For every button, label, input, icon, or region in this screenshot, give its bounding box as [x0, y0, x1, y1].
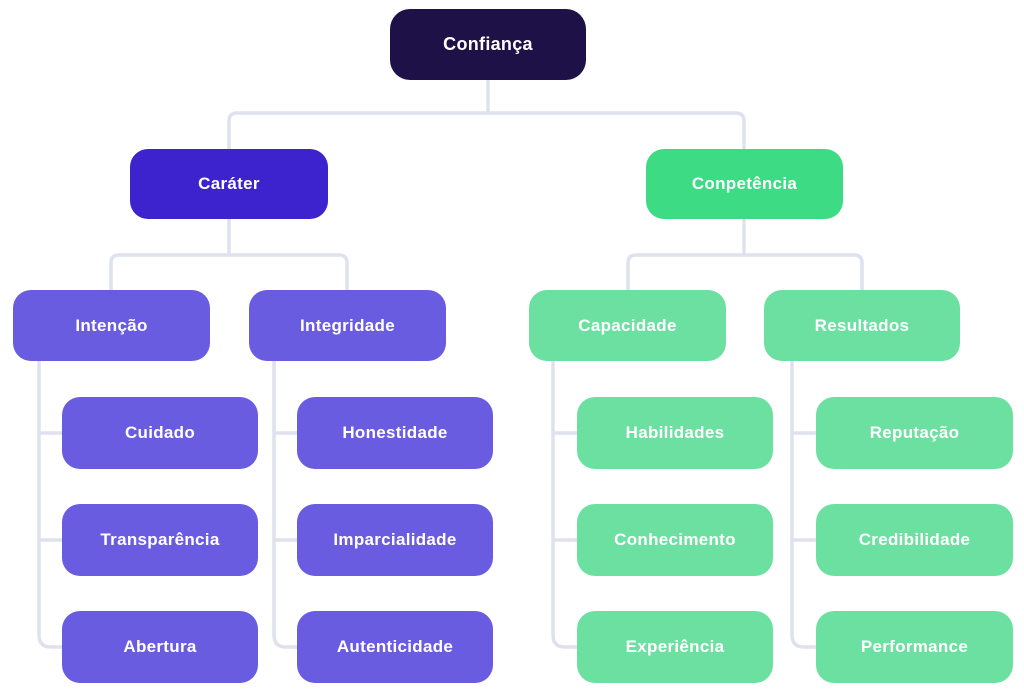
- node-habilidades: Habilidades: [577, 397, 773, 469]
- node-conhecimento: Conhecimento: [577, 504, 773, 576]
- node-performance: Performance: [816, 611, 1013, 683]
- node-credibilidade: Credibilidade: [816, 504, 1013, 576]
- node-autenticidade: Autenticidade: [297, 611, 493, 683]
- node-carater: Caráter: [130, 149, 328, 219]
- connector-resultados-trunk: [790, 361, 816, 649]
- node-conpetencia: Conpetência: [646, 149, 843, 219]
- node-cuidado: Cuidado: [62, 397, 258, 469]
- connector-integridade-trunk: [272, 361, 297, 649]
- node-resultados: Resultados: [764, 290, 960, 361]
- node-imparcialidade: Imparcialidade: [297, 504, 493, 576]
- node-reputacao: Reputação: [816, 397, 1013, 469]
- connector-conpetencia-bracket: [626, 253, 864, 290]
- node-confianca: Confiança: [390, 9, 586, 80]
- node-experiencia: Experiência: [577, 611, 773, 683]
- connector-carater-bracket: [109, 253, 349, 290]
- node-abertura: Abertura: [62, 611, 258, 683]
- connector-root-bracket: [227, 111, 746, 149]
- connector-capacidade-trunk: [551, 361, 577, 649]
- node-capacidade: Capacidade: [529, 290, 726, 361]
- node-intencao: Intenção: [13, 290, 210, 361]
- node-integridade: Integridade: [249, 290, 446, 361]
- node-honestidade: Honestidade: [297, 397, 493, 469]
- connector-intencao-trunk: [37, 361, 62, 649]
- node-transparencia: Transparência: [62, 504, 258, 576]
